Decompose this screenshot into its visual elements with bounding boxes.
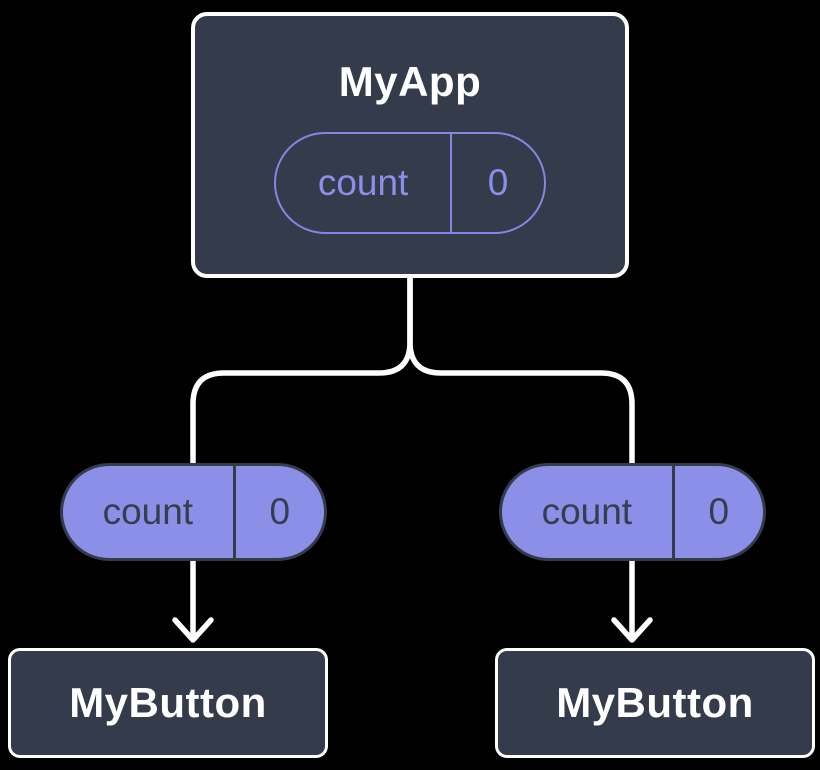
- component-node-mybutton-right: MyButton: [495, 648, 815, 758]
- prop-value-left: 0: [269, 491, 291, 532]
- state-value: 0: [487, 162, 509, 203]
- prop-value-right: 0: [708, 491, 730, 532]
- component-node-myapp: MyApp count 0: [191, 12, 629, 278]
- prop-name-left: count: [63, 466, 236, 558]
- prop-pill-left: count 0: [60, 463, 327, 561]
- connector-arrow-left: [172, 273, 413, 643]
- component-node-mybutton-left: MyButton: [8, 648, 328, 758]
- state-pill: count 0: [274, 132, 546, 234]
- component-label-mybutton-left: MyButton: [69, 679, 267, 726]
- component-label-myapp: MyApp: [338, 58, 482, 105]
- state-name: count: [276, 134, 453, 232]
- connector-arrow-right: [407, 273, 653, 643]
- component-label-mybutton-right: MyButton: [556, 679, 754, 726]
- prop-pill-right: count 0: [499, 463, 766, 561]
- prop-name-right: count: [502, 466, 675, 558]
